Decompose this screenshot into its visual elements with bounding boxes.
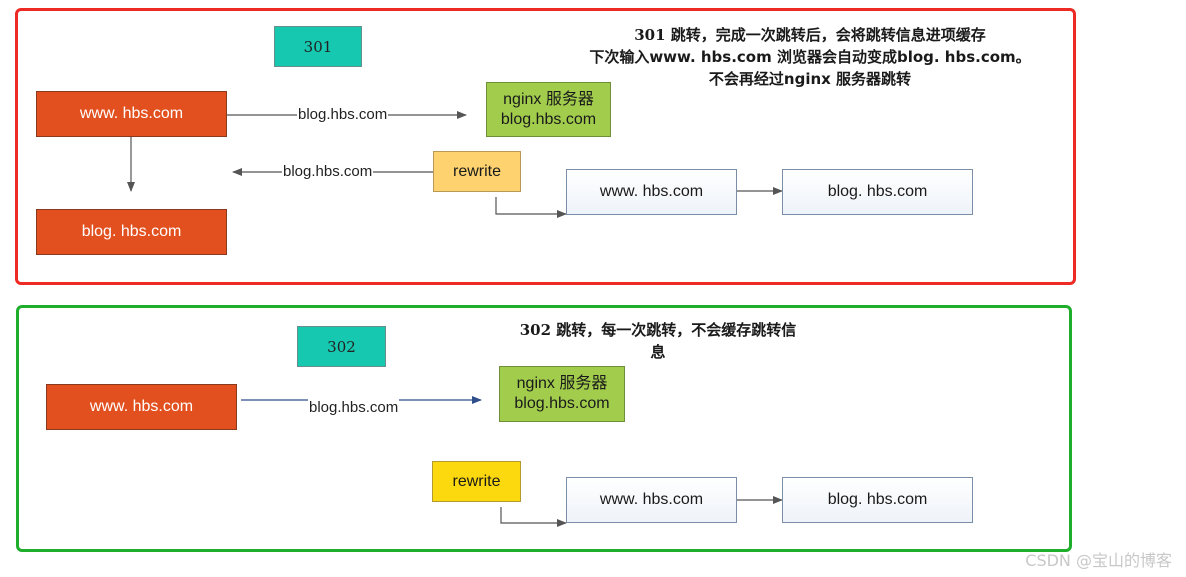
note-302-line2: 息 [650, 343, 666, 361]
rewrite-from-301: www. hbs.com [566, 169, 737, 215]
nginx-302-line2: blog.hbs.com [514, 395, 610, 412]
rewrite-to-301-label: blog. hbs.com [827, 183, 928, 200]
rewrite-to-301: blog. hbs.com [782, 169, 973, 215]
code-302-box: 302 [297, 326, 386, 367]
rewrite-box-301: rewrite [433, 151, 521, 192]
rewrite-from-302: www. hbs.com [566, 477, 737, 523]
source-box-302-label: www. hbs.com [89, 398, 194, 415]
code-301-label: 301 [303, 37, 333, 56]
note-301: 301 跳转，完成一次跳转后，会将跳转信息进项缓存 下次输入www. hbs.c… [560, 24, 1060, 90]
code-302-label: 302 [327, 337, 356, 356]
rewrite-from-301-label: www. hbs.com [599, 183, 704, 200]
rewrite-to-302: blog. hbs.com [782, 477, 973, 523]
panel-301-frame [15, 8, 1076, 285]
rewrite-box-302: rewrite [432, 461, 521, 502]
nginx-302-line1: nginx 服务器 [516, 375, 608, 392]
source-box-301: www. hbs.com [36, 91, 227, 137]
result-box-301: blog. hbs.com [36, 209, 227, 255]
rewrite-301-label: rewrite [452, 162, 501, 180]
nginx-box-301: nginx 服务器 blog.hbs.com [486, 82, 611, 137]
nginx-301-line2: blog.hbs.com [500, 110, 597, 128]
source-box-302: www. hbs.com [46, 384, 237, 430]
arrow-302-rewrite-elbow [500, 507, 567, 527]
panel-302-frame [16, 305, 1072, 552]
edge-label-301-request: blog.hbs.com [297, 106, 389, 124]
note-301-line1: 301 跳转，完成一次跳转后，会将跳转信息进项缓存 [634, 26, 986, 44]
rewrite-302-label: rewrite [452, 472, 501, 490]
code-301-box: 301 [274, 26, 362, 67]
rewrite-to-302-label: blog. hbs.com [827, 491, 928, 508]
rewrite-from-302-label: www. hbs.com [599, 491, 704, 508]
arrow-301-rewrite-elbow [495, 197, 567, 218]
result-box-301-label: blog. hbs.com [81, 223, 182, 240]
watermark: CSDN @宝山的博客 [1025, 551, 1172, 570]
note-302: 302 跳转，每一次跳转，不会缓存跳转信 息 [480, 319, 836, 363]
note-301-line3: 不会再经过nginx 服务器跳转 [708, 70, 912, 88]
note-301-line2: 下次输入www. hbs.com 浏览器会自动变成blog. hbs.com。 [589, 48, 1031, 66]
source-box-301-label: www. hbs.com [79, 105, 184, 122]
nginx-box-302: nginx 服务器 blog.hbs.com [499, 366, 625, 422]
nginx-301-line1: nginx 服务器 [503, 90, 594, 108]
edge-label-302-request: blog.hbs.com [308, 399, 400, 417]
note-302-line1: 302 跳转，每一次跳转，不会缓存跳转信 [519, 321, 797, 339]
edge-label-301-response: blog.hbs.com [282, 163, 374, 181]
